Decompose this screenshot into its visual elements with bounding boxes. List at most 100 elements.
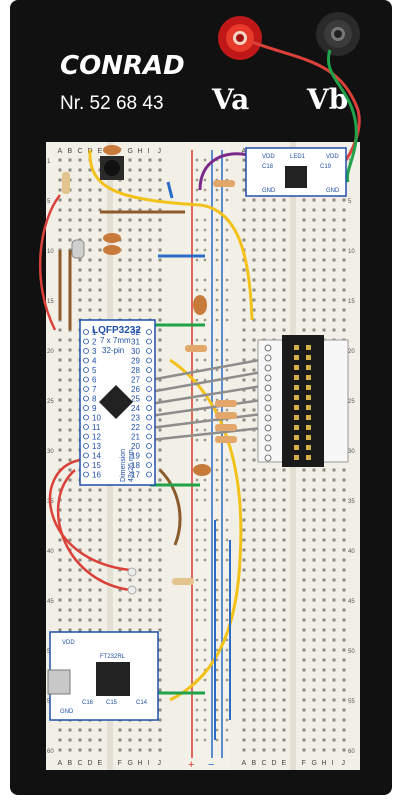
lqfp-pin-label: 29 (131, 357, 140, 366)
row-label: 30 (348, 449, 355, 455)
grey-jumper-bundle (149, 358, 263, 442)
lqfp-pin-label: 11 (92, 423, 101, 432)
row-label: 55 (348, 699, 355, 705)
green-wire-terminal-b (326, 49, 358, 183)
lqfp-pin-label: 12 (92, 433, 101, 442)
row-label: 5 (47, 199, 51, 205)
lqfp-pin-label: 19 (131, 452, 140, 461)
row-label: 25 (47, 399, 54, 405)
column-label: H (138, 760, 143, 767)
row-label: 20 (47, 349, 54, 355)
yellow-wire-long (88, 149, 254, 321)
yellow-wire-lower (169, 358, 243, 702)
resistors (62, 172, 237, 585)
row-label: 25 (348, 399, 355, 405)
lqfp-pin-label: 23 (131, 414, 140, 423)
push-button[interactable] (100, 156, 124, 180)
row-label: 60 (348, 749, 355, 755)
sensor-label-c19: C19 (320, 164, 332, 170)
lqfp-pin-label: 27 (131, 376, 140, 385)
column-label: B (68, 148, 73, 155)
lqfp-pin-label: 3 (92, 347, 97, 356)
row-label: 10 (348, 249, 355, 255)
header-left-holes (264, 344, 272, 462)
row-label: 5 (348, 199, 352, 205)
lqfp-pin-label: 1 (92, 328, 97, 337)
lqfp-title: LQFP3232 (92, 325, 141, 336)
lqfp-pin-label: 18 (131, 461, 140, 470)
lqfp-pin-label: 21 (131, 433, 140, 442)
usb-label-c16: C16 (82, 700, 94, 706)
lqfp-pin-label: 26 (131, 385, 140, 394)
lqfp-pin-label: 6 (92, 376, 97, 385)
red-wire-left-top (39, 194, 61, 331)
rail-plus-label: + (188, 759, 194, 771)
terminal-a-label: Va (211, 83, 249, 116)
column-label: A (58, 148, 63, 155)
sensor-label-vdd: VDD (262, 154, 275, 160)
red-wire-left-2 (56, 469, 131, 592)
row-label: 30 (47, 449, 54, 455)
lqfp-pin-label: 20 (131, 442, 140, 451)
brown-wire-4 (158, 468, 182, 546)
pin-header-board (257, 335, 349, 467)
column-label: B (252, 760, 257, 767)
row-label: 35 (348, 499, 355, 505)
lqfp-pin-label: 8 (92, 395, 97, 404)
purple-wire (198, 152, 249, 191)
lqfp-pin-label: 2 (92, 338, 97, 347)
terminal-a-post[interactable] (218, 16, 262, 60)
row-label: 10 (47, 249, 54, 255)
lqfp-pin-label: 7 (92, 385, 97, 394)
column-label: C (262, 760, 267, 767)
lqfp-pin-label: 15 (92, 461, 101, 470)
lqfp-pin-label: 31 (131, 338, 140, 347)
lqfp-pin-label: 16 (92, 471, 101, 480)
lqfp-pin-label: 30 (131, 347, 140, 356)
box-header (282, 335, 324, 467)
sensor-label-led: LED1 (290, 154, 306, 160)
header-pins (294, 345, 311, 460)
column-label: A (242, 760, 247, 767)
lqfp-pin-label: 25 (131, 395, 140, 404)
lqfp-pin-label: 9 (92, 404, 97, 413)
sensor-chip (285, 166, 307, 188)
row-label: 20 (348, 349, 355, 355)
brand-logo: CONRAD (60, 51, 185, 81)
column-label: G (128, 148, 133, 155)
rail-minus-label: − (208, 759, 214, 771)
leds (127, 567, 137, 595)
sensor-label-vdd-2: VDD (326, 154, 339, 160)
lqfp32-breakout-board: LQFP3232 7 x 7mm 32-pin 1234567891011121… (79, 319, 156, 486)
lqfp-subtitle: 7 x 7mm (100, 336, 131, 345)
lqfp-size: 43x26 mm (128, 449, 135, 482)
row-label: 40 (47, 549, 54, 555)
terminal-b-post[interactable] (316, 12, 360, 56)
crystal (71, 239, 85, 259)
column-label: J (158, 148, 162, 155)
column-label: E (282, 760, 287, 767)
usb-label-vdd: VDD (62, 640, 75, 646)
row-label: 15 (348, 299, 355, 305)
lqfp-pin-label: 10 (92, 414, 101, 423)
row-label: 45 (348, 599, 355, 605)
column-label: G (128, 760, 133, 767)
column-label: I (148, 148, 150, 155)
lqfp-pin-label: 28 (131, 366, 140, 375)
usb-label-ft232: FT232RL (100, 654, 126, 660)
row-label: 1 (47, 159, 51, 165)
row-label: 45 (47, 599, 54, 605)
lqfp-pin-label: 13 (92, 442, 101, 451)
column-label: C (78, 148, 83, 155)
column-label: A (58, 760, 63, 767)
column-label: H (138, 148, 143, 155)
usb-label-c15: C15 (106, 700, 118, 706)
sensor-label-gnd: GND (262, 188, 276, 194)
part-number: Nr. 52 68 43 (60, 93, 164, 114)
sensor-breakout-board: VDD LED1 C18 C19 GND GND VDD (245, 147, 347, 197)
mini-usb-connector[interactable] (47, 669, 71, 695)
ft232-chip (96, 662, 130, 696)
